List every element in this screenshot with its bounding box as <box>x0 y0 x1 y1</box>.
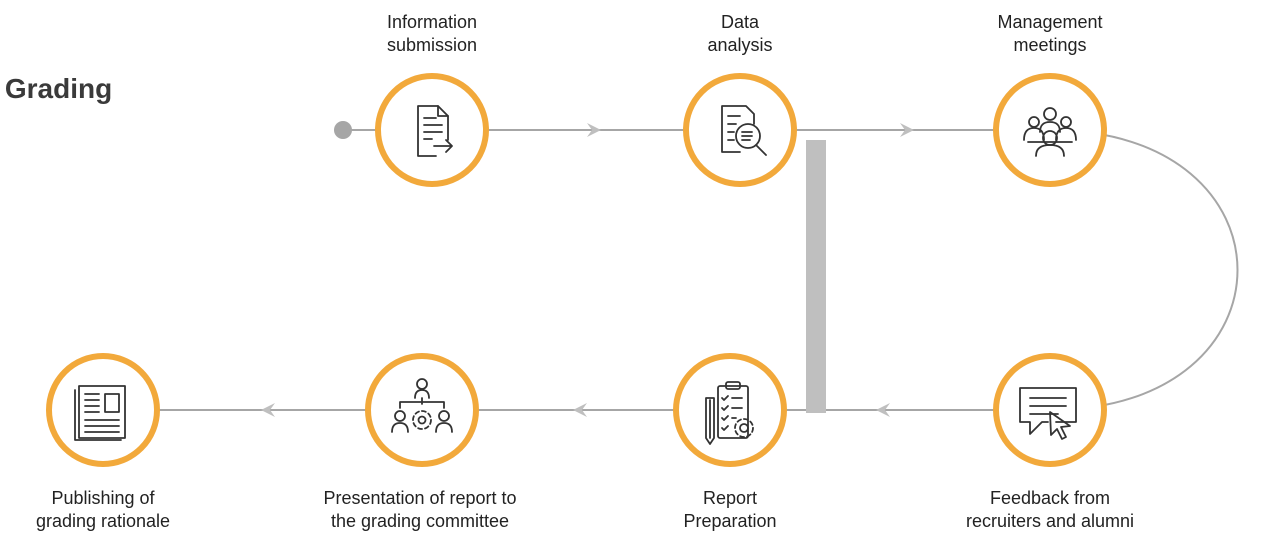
document-arrow-icon <box>417 105 453 157</box>
step-label-line: submission <box>386 35 478 55</box>
step-node-report-preparation <box>673 353 787 467</box>
start-dot <box>334 121 352 139</box>
separator-bar <box>806 140 826 413</box>
step-node-feedback <box>993 353 1107 467</box>
step-node-information-submission <box>375 73 489 187</box>
step-label-information-submission: Information submission <box>387 11 477 57</box>
clipboard-gear-icon <box>705 381 754 445</box>
step-label-line: Presentation of report to <box>323 488 517 508</box>
step-label-line: Management <box>997 12 1103 32</box>
step-label-line: Report <box>702 488 758 508</box>
chevron-right-icon <box>587 123 601 137</box>
step-node-presentation <box>365 353 479 467</box>
step-label-feedback: Feedback from recruiters and alumni <box>966 487 1134 533</box>
meeting-people-icon <box>1023 107 1077 157</box>
step-label-line: grading rationale <box>35 511 171 531</box>
step-label-line: Publishing of <box>51 488 155 508</box>
newspaper-icon <box>74 385 126 441</box>
chevron-left-icon <box>876 403 890 417</box>
step-label-line: Feedback from <box>989 488 1111 508</box>
step-node-management-meetings <box>993 73 1107 187</box>
chevron-right-icon <box>900 123 914 137</box>
step-label-line: Data <box>720 12 760 32</box>
return-curve <box>1049 129 1239 411</box>
chevron-left-icon <box>573 403 587 417</box>
step-label-line: the grading committee <box>330 511 510 531</box>
step-label-line: recruiters and alumni <box>965 511 1135 531</box>
title-line-1: hool Grading <box>0 73 113 104</box>
step-label-line: Information <box>386 12 478 32</box>
step-node-publishing <box>46 353 160 467</box>
chevron-left-icon <box>261 403 275 417</box>
step-label-management-meetings: Management meetings <box>997 11 1102 57</box>
diagram-title: hool Grading ess <box>0 72 112 140</box>
step-node-data-analysis <box>683 73 797 187</box>
step-label-line: Preparation <box>683 511 777 531</box>
chat-cursor-icon <box>1019 387 1077 440</box>
step-label-presentation: Presentation of report to the grading co… <box>323 487 516 533</box>
document-magnifier-icon <box>721 105 767 156</box>
step-label-line: meetings <box>1013 35 1087 55</box>
step-label-publishing: Publishing of grading rationale <box>36 487 170 533</box>
step-label-line: analysis <box>707 35 773 55</box>
team-gear-icon <box>391 378 453 433</box>
step-label-data-analysis: Data analysis <box>707 11 772 57</box>
step-label-report-preparation: Report Preparation <box>683 487 776 533</box>
